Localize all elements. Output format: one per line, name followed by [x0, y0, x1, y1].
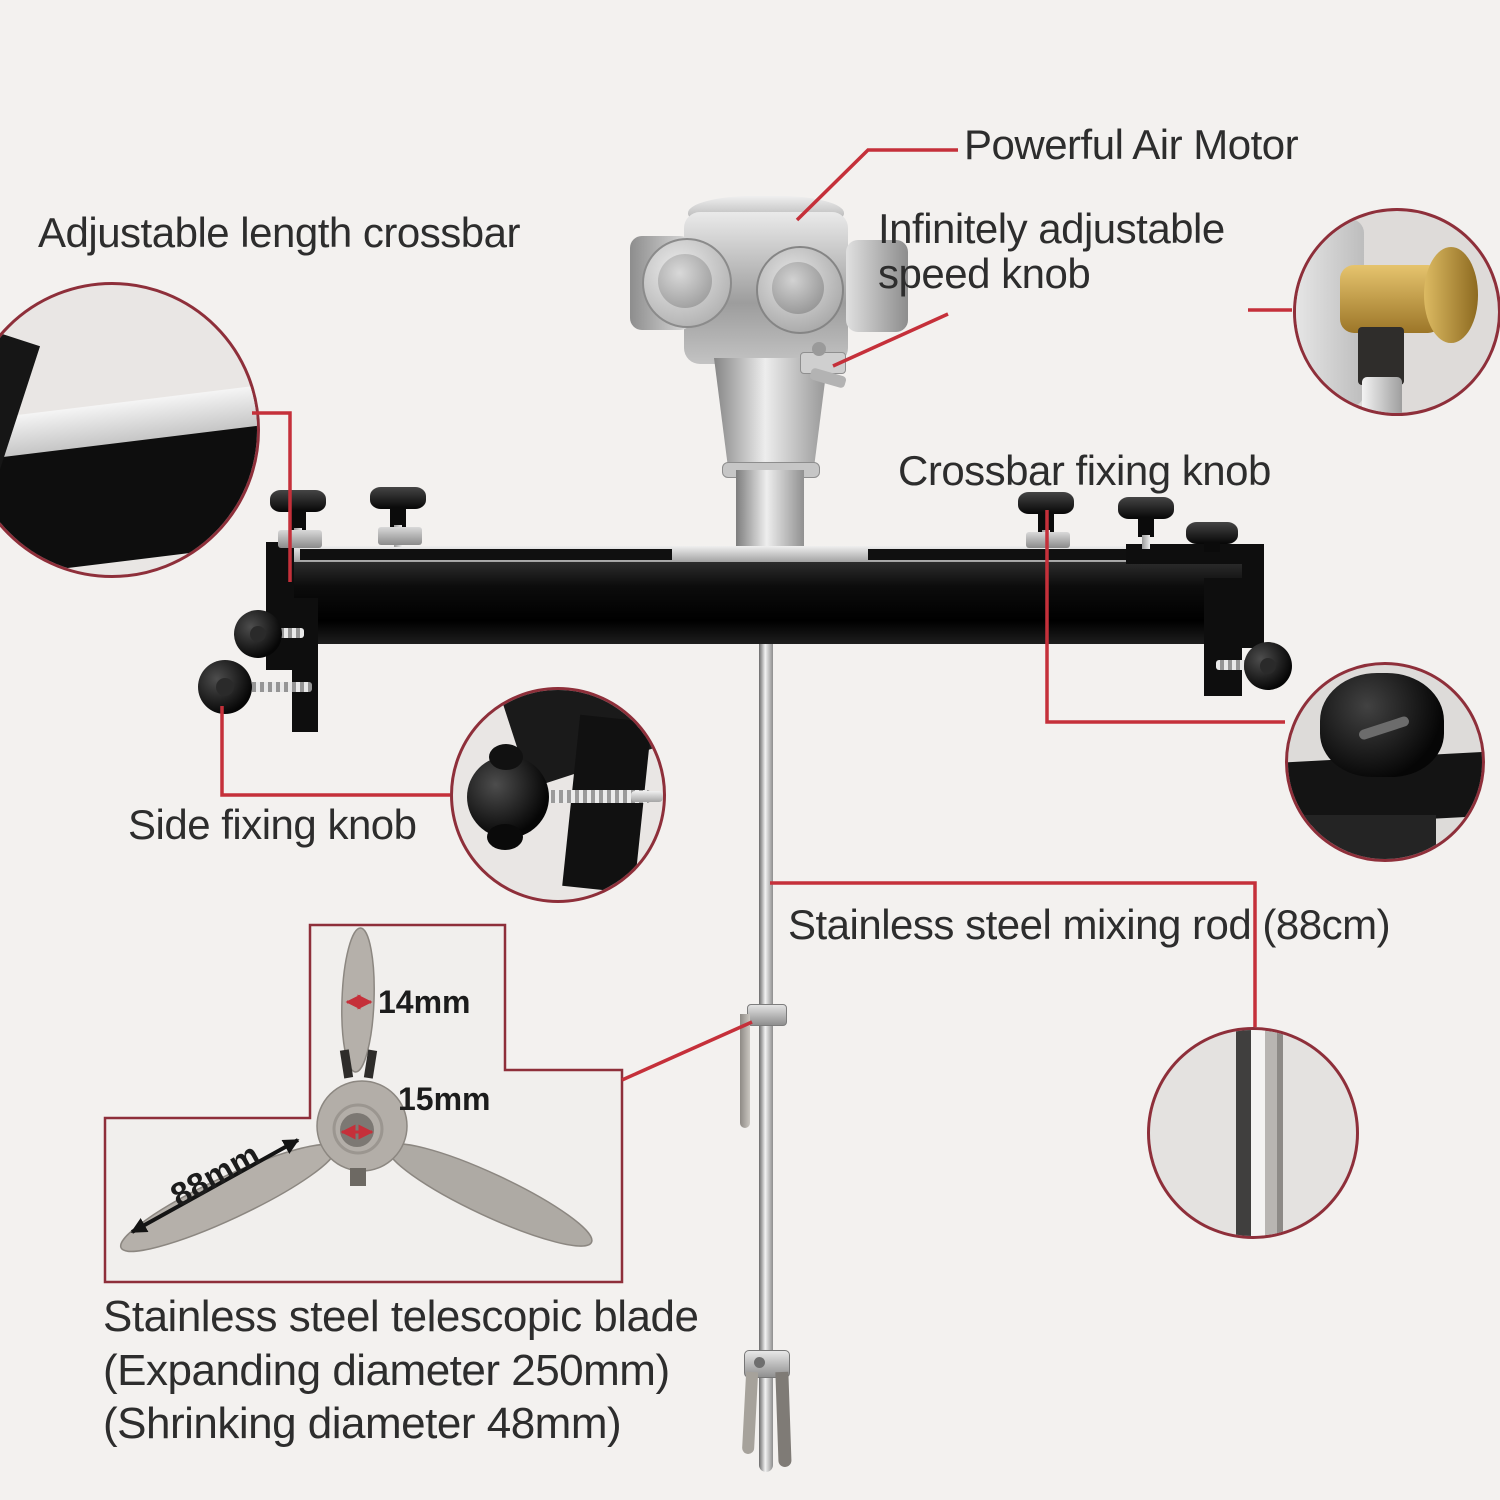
closeup-speed-knob	[1293, 208, 1500, 416]
crossbar-knob-3-clamp	[1026, 532, 1070, 548]
mixing-rod	[759, 644, 773, 1472]
closeup-rod-stripe-mid	[1265, 1030, 1277, 1236]
rail-slot-left	[300, 549, 672, 560]
propeller-hub-rim	[332, 1103, 384, 1155]
blade-prong-left	[741, 1371, 759, 1455]
closeup-dark-nut	[1358, 327, 1404, 385]
propeller-blade-left	[119, 1143, 337, 1253]
propeller-hub-bore	[340, 1113, 374, 1147]
inset-border	[103, 923, 624, 1284]
closeup-brass-dial	[1424, 247, 1478, 343]
dim-88mm-arrow	[130, 1138, 300, 1234]
crossbar-knob-5-stem	[1204, 542, 1220, 552]
crossbar-knob-2	[370, 487, 426, 509]
left-clamp-bracket	[292, 598, 318, 732]
label-adjustable-crossbar: Adjustable length crossbar	[38, 209, 520, 256]
closeup-rod-stripe-dark	[1236, 1030, 1251, 1236]
side-knob-right-hub	[1260, 658, 1276, 674]
crossbar-knob-2-stem	[390, 507, 406, 527]
crossbar-knob-3	[1018, 492, 1074, 514]
closeup-side-knob	[450, 687, 666, 903]
crossbar-beam	[283, 562, 1263, 644]
closeup-beam2-step	[1288, 815, 1436, 859]
closeup-star-knob-lobe-bottom	[487, 824, 523, 850]
folded-blade-collar	[747, 1004, 787, 1026]
label-crossbar-fixing-knob: Crossbar fixing knob	[898, 447, 1271, 494]
closeup-rod-tip	[631, 791, 663, 802]
motor-cap-front-inner	[772, 262, 824, 314]
closeup-rod	[1147, 1027, 1359, 1239]
right-clamp-bracket	[1204, 578, 1242, 696]
blade-prong-right	[775, 1371, 792, 1468]
closeup-threaded-rod	[539, 790, 651, 803]
label-side-fixing-knob: Side fixing knob	[128, 801, 417, 848]
side-knob-1-hub	[250, 626, 266, 642]
dim-88mm: 88mm	[164, 1135, 265, 1214]
motor-cap-left-inner	[658, 254, 712, 308]
crossbar-knob-4-post	[1142, 535, 1150, 549]
crossbar-knob-5	[1186, 522, 1238, 544]
callout-blade-inset	[621, 1020, 753, 1082]
folded-blade	[740, 1014, 750, 1128]
dim-15mm: 15mm	[398, 1081, 491, 1117]
propeller-hub-bolt	[350, 1168, 366, 1186]
label-air-motor: Powerful Air Motor	[964, 121, 1299, 168]
crossbar-knob-1-clamp	[278, 530, 322, 548]
motor-neck	[714, 358, 828, 474]
closeup-crossbar	[0, 282, 260, 578]
crossbar-knob-4-stem	[1138, 517, 1154, 537]
side-knob-2-hub	[216, 678, 234, 696]
propeller-clamp-right	[363, 1049, 378, 1079]
callout-side-knob	[220, 706, 450, 797]
blade-inset: 14mm 15mm 88mm	[103, 923, 624, 1284]
side-knob-2-shaft	[248, 682, 312, 692]
closeup-rod-stripe-bright	[1251, 1030, 1265, 1236]
propeller-hub	[316, 1080, 408, 1172]
propeller-blade-right	[387, 1143, 593, 1247]
crossbar-knob-1	[270, 490, 326, 512]
closeup-star-knob-lobe-top	[489, 744, 523, 770]
side-knob-1-shaft	[276, 628, 304, 638]
dim-14mm: 14mm	[378, 984, 471, 1020]
right-end-plate	[1242, 544, 1264, 648]
propeller-clamp-left	[339, 1049, 354, 1079]
crossbar-knob-1-stem	[290, 510, 306, 530]
closeup-rod-stripe-edge	[1277, 1030, 1283, 1236]
label-telescopic-blade: Stainless steel telescopic blade (Expand…	[103, 1292, 699, 1449]
label-mixing-rod: Stainless steel mixing rod (88cm)	[788, 901, 1391, 948]
crossbar-knob-4	[1118, 497, 1174, 519]
crossbar-knob-3-stem	[1038, 512, 1054, 532]
label-speed-knob: Infinitely adjustable speed knob	[878, 205, 1225, 298]
closeup-crossbar-knob	[1285, 662, 1485, 862]
closeup-chrome-nut	[1362, 377, 1402, 413]
speed-valve-stem	[812, 342, 826, 356]
bottom-clamp-bolt	[754, 1357, 765, 1368]
crossbar-knob-2-clamp	[378, 527, 422, 545]
propeller-blade-top	[341, 927, 375, 1073]
